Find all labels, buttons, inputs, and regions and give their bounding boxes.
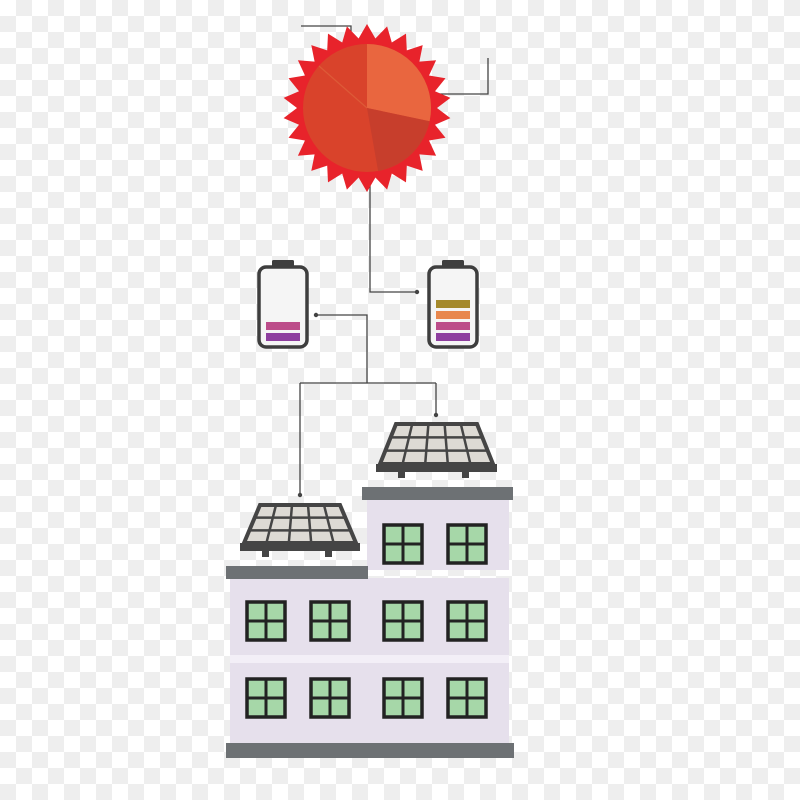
lower-roof <box>226 566 368 579</box>
connector-dot-6 <box>298 493 302 497</box>
battery-charge-level-3 <box>436 311 470 319</box>
connector-line-4 <box>316 315 367 383</box>
solar-panel-left-icon <box>240 505 360 557</box>
sun-icon <box>284 24 451 192</box>
solar-panel-right-icon <box>376 424 497 478</box>
battery-charge-level-1 <box>266 333 300 341</box>
upper-roof <box>362 487 513 500</box>
battery-charge-level-2 <box>266 322 300 330</box>
panel-surface <box>380 424 493 464</box>
battery-full-icon <box>429 260 477 347</box>
floor-band <box>230 655 509 663</box>
ground-base <box>226 743 514 758</box>
battery-charge-level-2 <box>436 322 470 330</box>
connector-dot-5 <box>314 313 318 317</box>
connector-dot-4 <box>415 290 419 294</box>
battery-charge-level-1 <box>436 333 470 341</box>
connector-dot-7 <box>434 413 438 417</box>
panel-surface <box>244 505 356 543</box>
sun-highlight-wedge <box>367 44 431 121</box>
battery-low-icon <box>259 260 307 347</box>
battery-charge-level-4 <box>436 300 470 308</box>
